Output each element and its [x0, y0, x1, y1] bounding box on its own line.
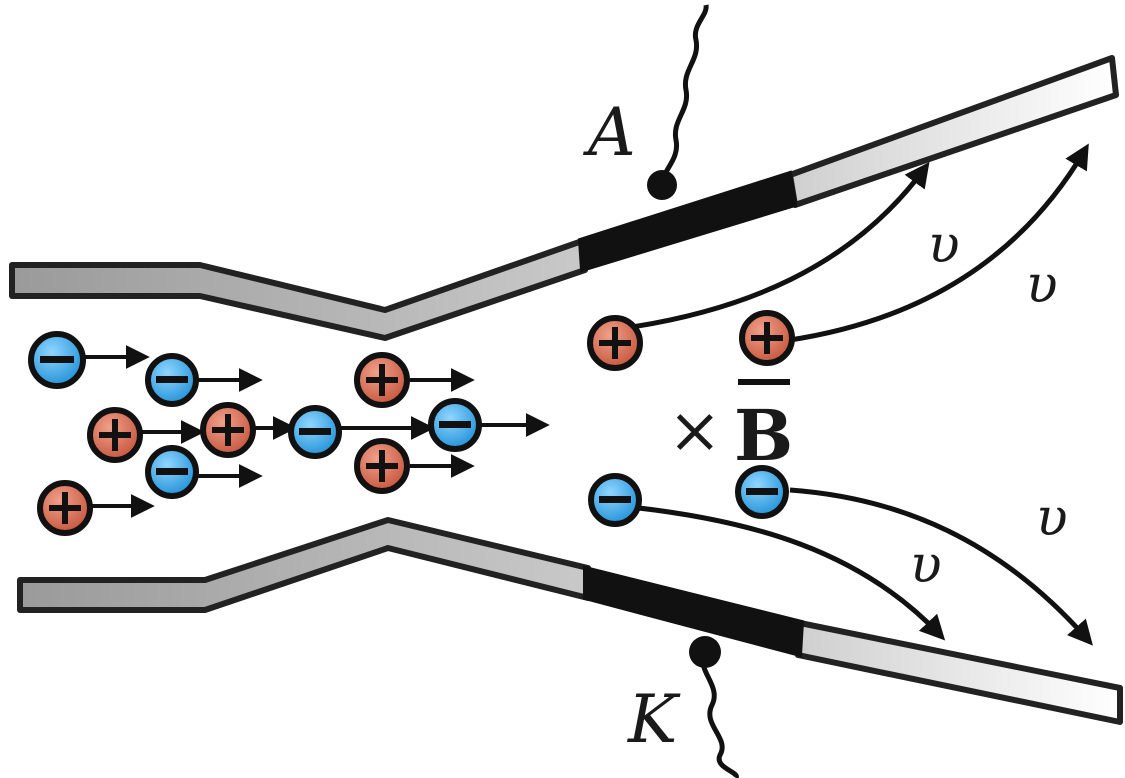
velocity-label: υ [1036, 488, 1068, 548]
velocity-label: υ [1026, 255, 1058, 315]
electron-particle [588, 473, 642, 527]
trajectory-pos-2 [789, 143, 1089, 343]
ion-particle [200, 402, 256, 458]
electrode-a [577, 170, 798, 273]
electron-particle [288, 405, 342, 459]
electrode-k [583, 565, 805, 658]
ion-particle [354, 438, 410, 494]
top-plate [9, 55, 1119, 341]
trajectory-neg-1 [629, 504, 946, 641]
label-electrode-k: K [627, 681, 681, 758]
trajectory-neg-2 [789, 487, 1093, 646]
bottom-plate [17, 517, 1123, 725]
velocity-label: υ [928, 215, 960, 275]
ion-particle [87, 407, 143, 463]
flow-arrows [85, 345, 550, 518]
electron-particle [145, 353, 199, 407]
ion-particle [37, 480, 93, 536]
trajectories [629, 143, 1093, 646]
velocity-label: υ [910, 535, 942, 595]
particles-positive [37, 310, 795, 536]
trajectory-pos-1 [631, 161, 930, 330]
ion-particle [739, 310, 795, 366]
field-letter-b: B [734, 394, 793, 477]
electron-particle [145, 445, 199, 499]
electron-particle [28, 331, 86, 389]
wire-k [700, 650, 739, 778]
label-electrode-a: A [582, 94, 636, 171]
electron-particle [735, 465, 789, 519]
ion-particle [354, 352, 410, 408]
ion-particle [587, 315, 643, 371]
field-cross-symbol: × [668, 394, 722, 468]
wire-a [659, 4, 709, 186]
electron-particle [428, 398, 482, 452]
particles-negative [28, 331, 789, 527]
